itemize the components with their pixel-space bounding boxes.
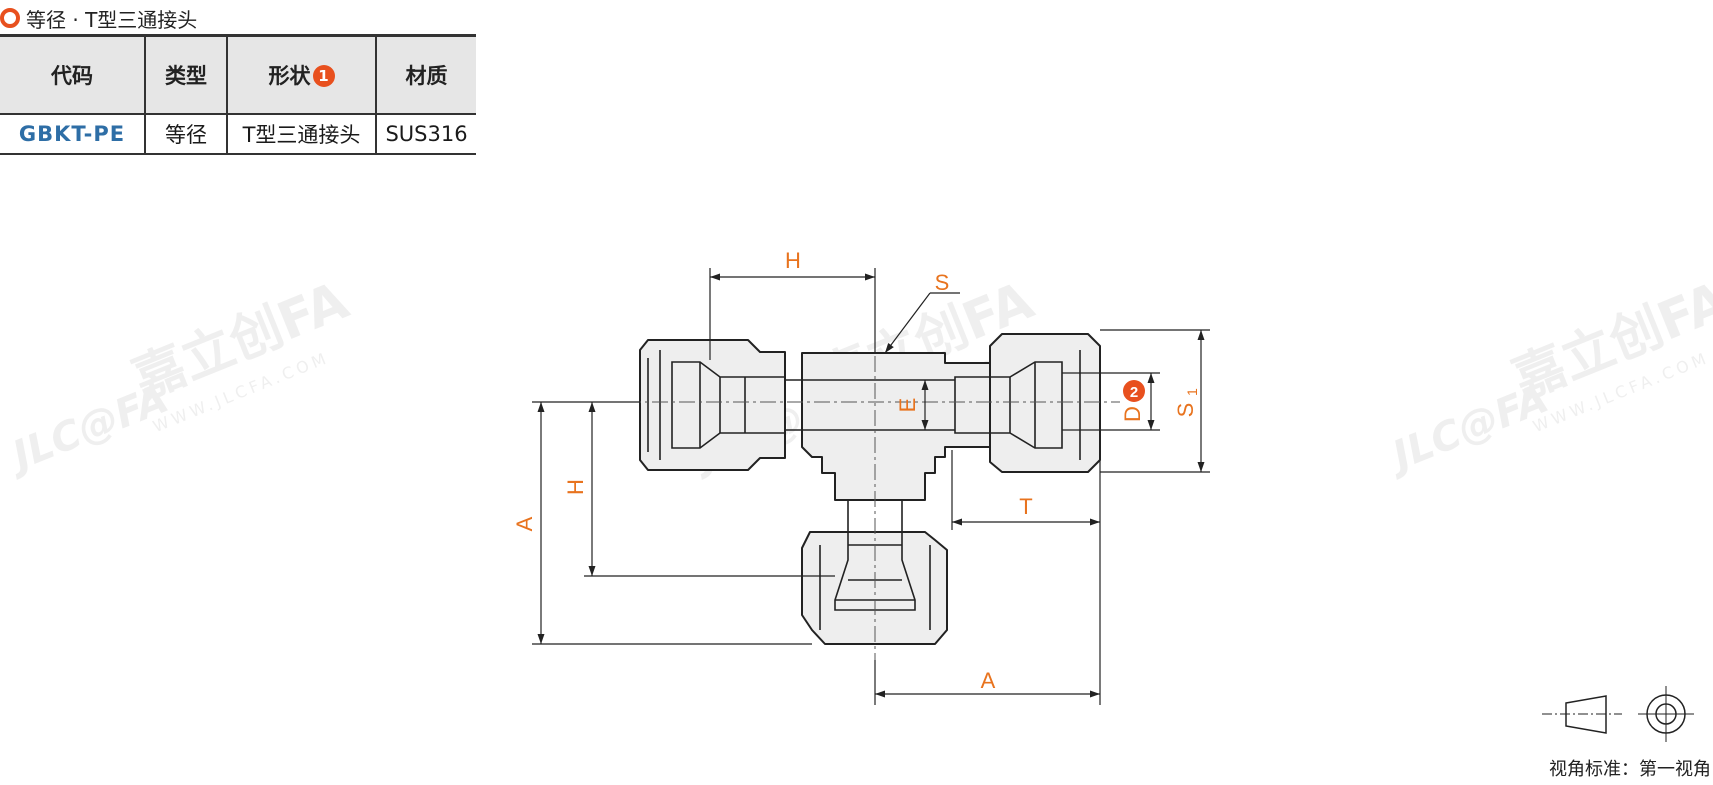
- label-A-left: A: [512, 516, 537, 531]
- cell-shape: T型三通接头: [227, 114, 377, 154]
- header-code: 代码: [0, 35, 146, 115]
- section-title: 等径 · T型三通接头: [0, 4, 197, 32]
- view-standard-note: 视角标准：第一视角: [1549, 759, 1711, 780]
- dim-S-arrow: [884, 292, 931, 354]
- svg-text:2: 2: [1130, 384, 1138, 401]
- label-D: D: [1120, 406, 1145, 422]
- label-S: S: [935, 270, 950, 295]
- label-T: T: [1019, 494, 1032, 519]
- dimension-labels: H S E D S 1 T A H A: [512, 248, 1200, 693]
- note-badge-2: 2: [1123, 380, 1145, 402]
- table-row: GBKT-PE 等径 T型三通接头 SUS316: [0, 114, 476, 154]
- label-H-top: H: [785, 248, 801, 273]
- cell-material: SUS316: [385, 122, 468, 146]
- label-A-bottom: A: [981, 668, 996, 693]
- dimension-lines: [537, 273, 1205, 698]
- projection-symbol-icon: [1542, 686, 1694, 742]
- header-type: 类型: [145, 35, 228, 115]
- label-E: E: [895, 398, 920, 413]
- header-shape-label: 形状: [268, 64, 311, 88]
- circle-marker-icon: [0, 8, 20, 28]
- cell-type: 等径: [145, 114, 228, 154]
- label-S1: S: [1173, 403, 1198, 418]
- left-nut: [639, 339, 786, 471]
- note-badge-1: 1: [312, 65, 335, 87]
- cell-code[interactable]: GBKT-PE: [0, 114, 146, 154]
- label-H-left: H: [563, 479, 588, 495]
- body-outline: [801, 352, 991, 501]
- label-S1-subscript: 1: [1184, 388, 1200, 396]
- section-title-text: 等径 · T型三通接头: [26, 7, 198, 32]
- header-material: 材质: [376, 35, 476, 115]
- extension-lines: [532, 268, 1210, 705]
- watermark-left: JLC@FA 嘉立创FA WWW.JLCFA.COM: [0, 271, 357, 482]
- watermark-right: JLC@FA 嘉立创FA WWW.JLCFA.COM: [1380, 271, 1713, 482]
- right-nut: [989, 333, 1101, 473]
